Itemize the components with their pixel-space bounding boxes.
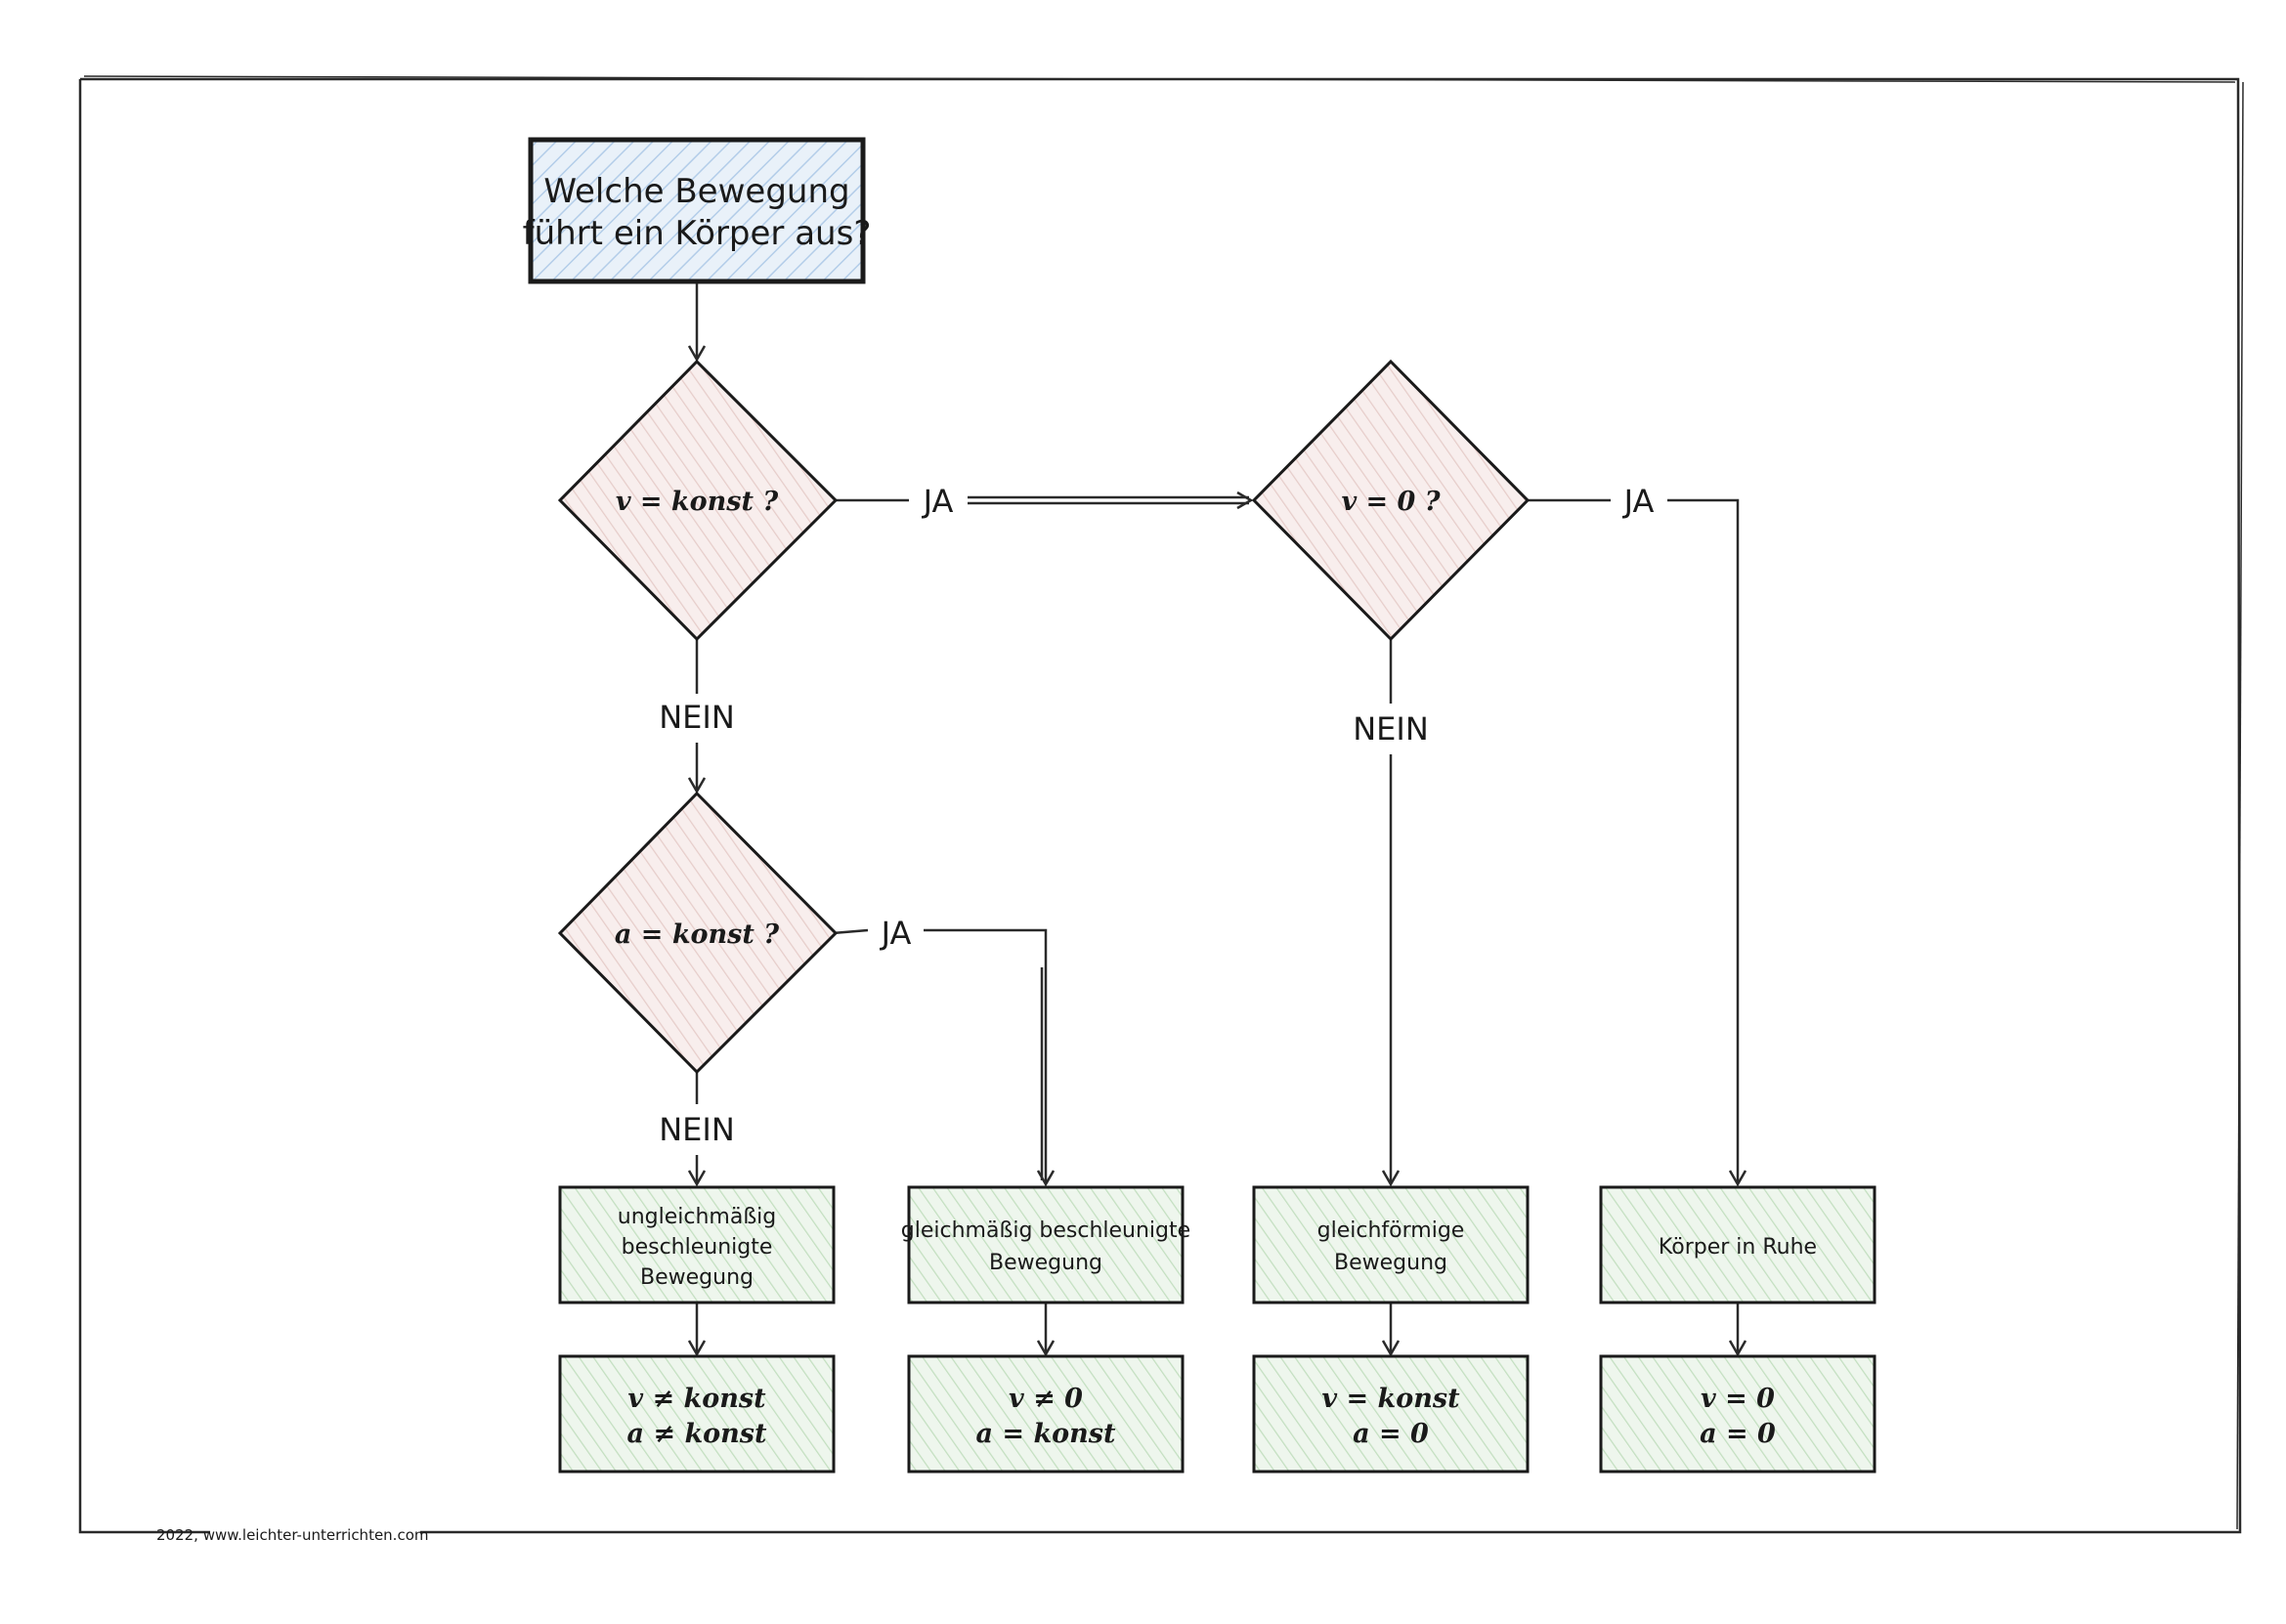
formula-gleichmaessig-a: a = konst [976,1419,1116,1449]
result-gleichfoermig-line2: Bewegung [1334,1251,1447,1275]
decision-v-null: v = 0 ? [1251,359,1531,642]
result-gleichmaessig-line1: gleichmäßig beschleunigte [901,1218,1190,1243]
decision-a-konst: a = konst ? [557,791,839,1075]
label-ja-3: JA [880,915,912,952]
footer-text: 2022, www.leichter-unterrichten.com [156,1526,429,1544]
formula-ungleich-a: a ≠ konst [627,1419,767,1449]
label-nein-3: NEIN [659,1111,735,1148]
result-ruhe-line1: Körper in Ruhe [1659,1235,1817,1260]
result-gleichmaessig-line2: Bewegung [989,1251,1102,1275]
result-ruhe: Körper in Ruhe [1599,1185,1876,1304]
formula-gleichmaessig-v: v ≠ 0 [1009,1384,1083,1414]
result-gleichfoermig-line1: gleichförmige [1317,1218,1465,1243]
label-nein-2: NEIN [1353,710,1429,748]
result-gleichfoermig: gleichförmige Bewegung [1252,1185,1530,1304]
result-ungleich-line3: Bewegung [640,1265,754,1290]
result-ungleich-line1: ungleichmäßig [618,1205,777,1229]
formula-ruhe-a: a = 0 [1700,1419,1776,1449]
label-ja-1: JA [922,483,954,520]
start-title-line1: Welche Bewegung [543,172,849,211]
connectors [687,283,1747,1357]
decision-v-konst-text: v = konst ? [616,487,780,517]
result-ungleichmaessig: ungleichmäßig beschleunigte Bewegung [558,1185,836,1304]
start-title-line2: führt ein Körper aus? [523,214,872,253]
label-ja-2: JA [1622,483,1655,520]
formula-gleichfoermig-a: a = 0 [1353,1419,1429,1449]
formula-ruhe-v: v = 0 [1701,1384,1775,1414]
start-box: Welche Bewegung führt ein Körper aus? [523,137,872,284]
formula-ruhe: v = 0 a = 0 [1599,1354,1876,1474]
formula-gleichfoermig-v: v = konst [1321,1384,1460,1414]
formula-ungleich-v: v ≠ konst [627,1384,766,1414]
result-ungleich-line2: beschleunigte [622,1235,773,1260]
result-gleichmaessig: gleichmäßig beschleunigte Bewegung [901,1185,1190,1304]
formula-gleichmaessig: v ≠ 0 a = konst [907,1354,1185,1474]
formula-ungleichmaessig: v ≠ konst a ≠ konst [558,1354,836,1474]
decision-v-null-text: v = 0 ? [1341,487,1441,517]
formula-gleichfoermig: v = konst a = 0 [1252,1354,1530,1474]
page-frame [78,75,2244,1534]
decision-v-konst: v = konst ? [557,359,839,642]
decision-a-konst-text: a = konst ? [615,919,780,950]
label-nein-1: NEIN [659,699,735,736]
